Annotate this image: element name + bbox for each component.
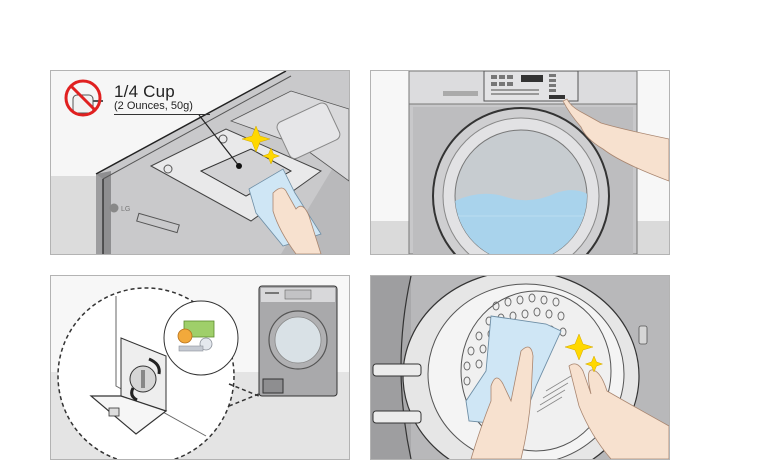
rotate-arrow-icon xyxy=(130,357,161,402)
coin-icon xyxy=(177,328,193,344)
step-4-panel xyxy=(370,275,670,460)
step-1-panel: LG 1/4 Cup (2 Ounces, 50g) xyxy=(50,70,350,255)
drain-filter-illustration xyxy=(51,276,349,459)
key-icon xyxy=(178,337,213,352)
step-2-panel xyxy=(370,70,670,255)
dispenser-cleaning-illustration: LG xyxy=(51,71,349,254)
amount-primary: 1/4 Cup xyxy=(114,82,175,101)
detergent-amount-label: 1/4 Cup (2 Ounces, 50g) xyxy=(114,83,210,115)
lg-logo: LG xyxy=(121,206,130,213)
amount-secondary: (2 Ounces, 50g) xyxy=(114,101,210,115)
step-3-panel xyxy=(50,275,350,460)
washer-start-illustration xyxy=(371,71,669,254)
drum-wiping-illustration xyxy=(371,276,669,459)
pointing-hand-icon xyxy=(562,98,669,182)
sparkle-icon xyxy=(564,333,604,373)
no-bleach-icon xyxy=(64,79,103,117)
sparkle-icon xyxy=(241,125,281,165)
